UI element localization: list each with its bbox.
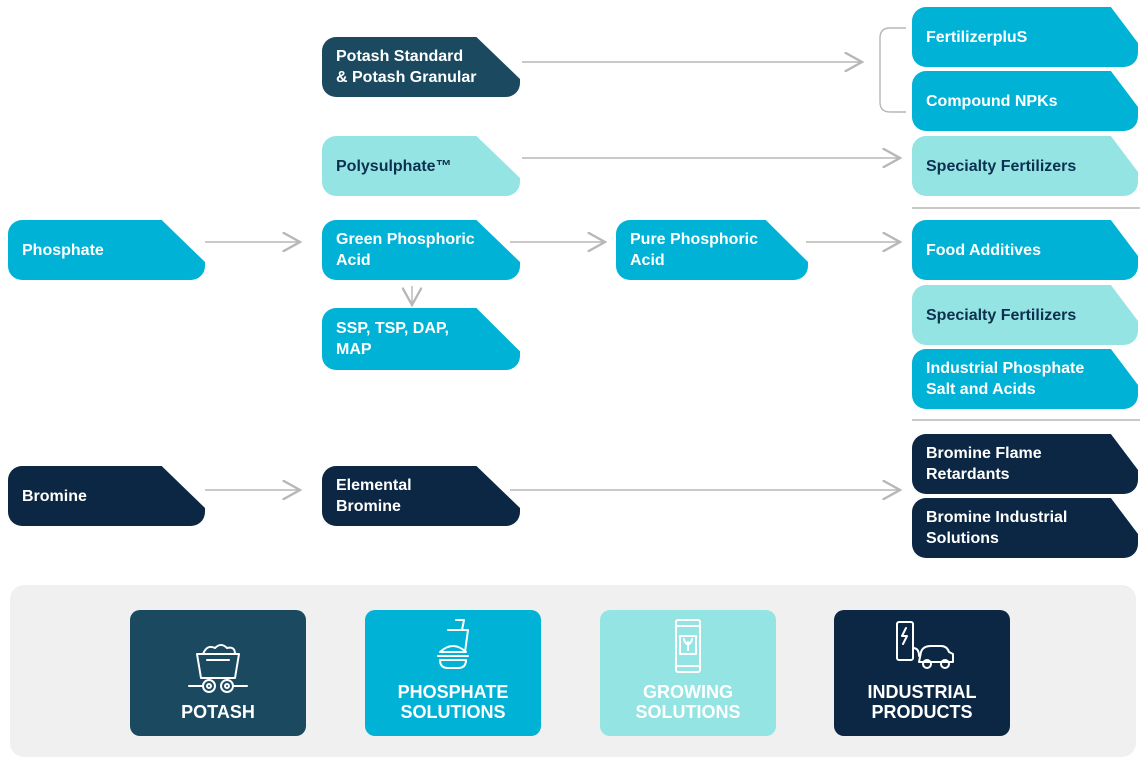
product-industrial-phosphate-label: Industrial Phosphate Salt and Acids: [926, 360, 1085, 398]
mining-cart-icon: [188, 644, 248, 693]
node-green-phosphoric-acid-label: Green Phosphoric Acid: [336, 231, 475, 269]
product-specialty-fertilizers-2-label: Specialty Fertilizers: [926, 306, 1077, 324]
product-bromine-flame-retardants: Bromine Flame Retardants: [912, 434, 1138, 494]
product-bromine-industrial-solutions-label: Bromine Industrial Solutions: [926, 509, 1068, 547]
product-food-additives: Food Additives: [912, 220, 1138, 280]
product-specialty-fertilizers-2: Specialty Fertilizers: [912, 285, 1138, 345]
segment-label-phosphate-solutions: PHOSPHATE SOLUTIONS: [397, 682, 509, 722]
node-elemental-bromine-label: Elemental Bromine: [336, 477, 412, 515]
food-drink-icon: [437, 619, 469, 669]
product-industrial-phosphate: Industrial Phosphate Salt and Acids: [912, 349, 1138, 409]
segment-card-industrial-products: INDUSTRIAL PRODUCTS: [834, 610, 1010, 736]
product-specialty-fertilizers-1: Specialty Fertilizers: [912, 136, 1138, 196]
segment-card-growing-solutions: GROWING SOLUTIONS: [600, 610, 776, 736]
node-pure-phosphoric-acid-label: Pure Phosphoric Acid: [630, 231, 759, 269]
node-polysulphate-label: Polysulphate™: [336, 157, 452, 175]
segment-label-growing-solutions: GROWING SOLUTIONS: [635, 682, 741, 722]
product-compound-npks-label: Compound NPKs: [926, 92, 1058, 110]
product-food-additives-label: Food Additives: [926, 241, 1041, 259]
product-bromine-flame-retardants-label: Bromine Flame Retardants: [926, 445, 1042, 483]
product-specialty-fertilizers-1-label: Specialty Fertilizers: [926, 157, 1077, 175]
product-bromine-industrial-solutions: Bromine Industrial Solutions: [912, 498, 1138, 558]
source-phosphate-label: Phosphate: [22, 241, 104, 259]
node-potash-standard-label: Potash Standard & Potash Granular: [336, 48, 477, 86]
node-ssp-tsp-dap-map-label: SSP, TSP, DAP, MAP: [336, 320, 449, 358]
segment-card-phosphate-solutions: PHOSPHATE SOLUTIONS: [365, 610, 541, 736]
fertilizer-bag-icon: [675, 619, 701, 673]
product-compound-npks: Compound NPKs: [912, 71, 1138, 131]
segment-card-potash: POTASH: [130, 610, 306, 736]
source-bromine-label: Bromine: [22, 487, 87, 505]
product-fertilizerplus: FertilizerpluS: [912, 7, 1138, 67]
node-potash-standard: Potash Standard & Potash Granular: [322, 37, 520, 97]
bracket-fertilizers: [879, 27, 906, 113]
product-fertilizerplus-label: FertilizerpluS: [926, 28, 1028, 46]
ev-charging-car-icon: [896, 621, 954, 669]
segment-label-potash: POTASH: [181, 702, 255, 722]
segment-label-industrial-products: INDUSTRIAL PRODUCTS: [867, 682, 977, 722]
